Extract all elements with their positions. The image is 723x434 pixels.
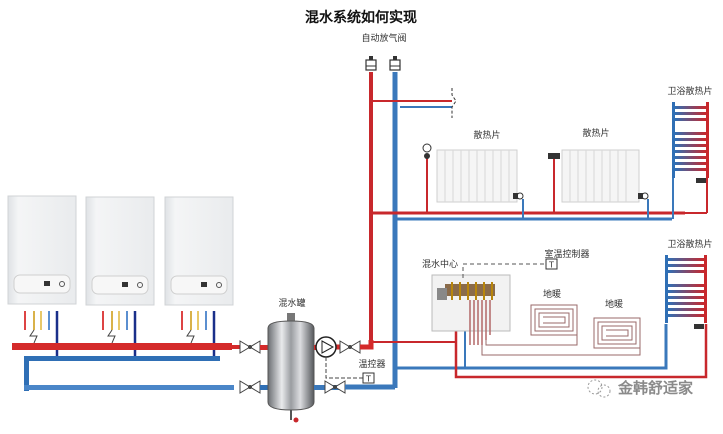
- bathroom-radiator-1: [672, 102, 709, 219]
- svg-text:T: T: [548, 261, 554, 270]
- thermostat-signal-line: [462, 263, 546, 278]
- watermark: 金韩舒适家: [587, 379, 693, 398]
- circulation-pump[interactable]: [315, 336, 337, 358]
- cold-header-lower: [24, 385, 234, 390]
- floor-heating-loop-1: [530, 304, 578, 336]
- cold-valve-right[interactable]: [324, 380, 346, 394]
- lower-cold-line: [395, 324, 668, 370]
- bathroom-radiator-2-label: 卫浴散热片: [667, 238, 712, 250]
- controller-signal-line: [325, 357, 363, 379]
- temperature-controller: T: [362, 372, 375, 384]
- cold-header-upper: [24, 356, 220, 361]
- gas-connector: [107, 329, 116, 344]
- floor-heating-2-label: 地暖: [605, 298, 623, 310]
- hot-valve-right[interactable]: [339, 340, 361, 354]
- bathroom-radiator-1-label: 卫浴散热片: [667, 85, 712, 97]
- room-thermostat: T: [545, 258, 558, 270]
- auto-air-vent-hot: [365, 56, 377, 71]
- temperature-controller-label: 温控器: [358, 358, 385, 370]
- cold-header-vertical: [24, 356, 29, 391]
- tank-hot-inlet: [260, 345, 268, 350]
- mixing-center: [431, 274, 511, 345]
- wechat-icon: [587, 379, 611, 398]
- hot-valve-left[interactable]: [232, 340, 261, 354]
- auto-air-vent-cold: [389, 56, 401, 71]
- lower-hot-line: [454, 300, 708, 379]
- room-thermostat-label: 室温控制器: [544, 248, 589, 260]
- radiator-2-label: 散热片: [582, 127, 609, 139]
- gas-connector: [186, 329, 195, 344]
- wall-break: [451, 88, 457, 118]
- mixing-center-label: 混水中心: [422, 258, 458, 270]
- diagram-title: 混水系统如何实现: [305, 9, 417, 26]
- radiator-1: [422, 143, 524, 219]
- boiler-3: [164, 196, 234, 306]
- boiler-2: [85, 196, 155, 306]
- svg-text:T: T: [365, 375, 371, 384]
- floor-loop-2-feed: [481, 345, 641, 356]
- floor-loop-1-feed: [485, 335, 578, 346]
- bathroom-radiator-2: [665, 255, 707, 329]
- watermark-text: 金韩舒适家: [617, 379, 693, 397]
- hot-to-riser: [360, 340, 374, 350]
- radiator-2: [548, 149, 649, 219]
- floor-heating-1-label: 地暖: [543, 288, 561, 300]
- gas-connector: [29, 329, 38, 344]
- hot-header-pipe: [12, 343, 232, 350]
- radiator-1-label: 散热片: [473, 129, 500, 141]
- auto-air-vent-label: 自动放气阀: [361, 32, 406, 44]
- mixing-tank-label: 混水罐: [278, 297, 305, 309]
- floor-heating-loop-2: [593, 317, 641, 349]
- mixing-tank: [267, 313, 315, 423]
- tank-cold-inlet: [260, 385, 268, 390]
- cold-valve-left[interactable]: [239, 380, 261, 394]
- boiler-1: [7, 195, 77, 305]
